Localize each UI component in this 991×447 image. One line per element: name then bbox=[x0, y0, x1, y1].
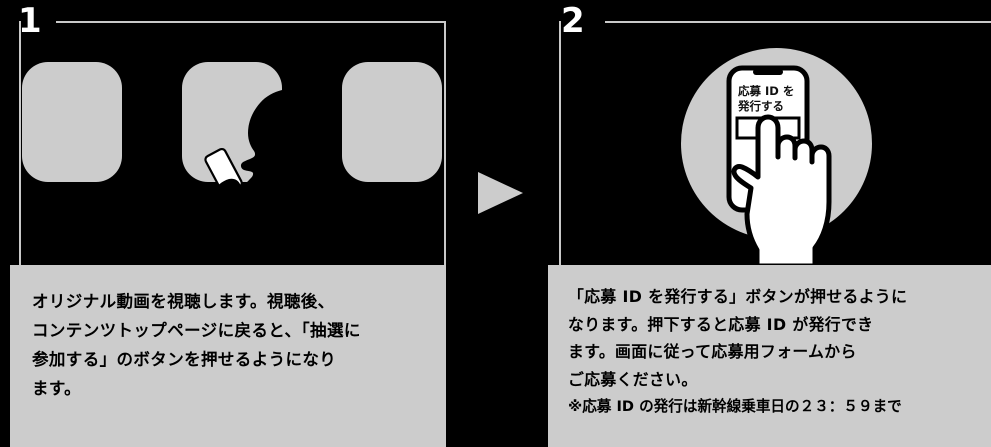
phone-screen-line-2: 発行する bbox=[737, 99, 784, 113]
tap-button-illustration: 応募 ID を 発行する bbox=[547, 28, 991, 269]
person-holding-smartphone-silhouette bbox=[204, 90, 282, 214]
panel-2-frame-left-rule bbox=[559, 21, 561, 266]
panel-1-frame-top-rule bbox=[56, 21, 445, 23]
caption-line: ご応募ください。 bbox=[568, 369, 698, 389]
step-number-2: 2 bbox=[561, 1, 585, 41]
blank-tile-right bbox=[342, 62, 442, 182]
blank-tile-left bbox=[22, 62, 122, 182]
panel-1-caption: オリジナル動画を視聴します。視聴後、 コンテンツトップページに戻ると、「抽選に … bbox=[10, 265, 446, 447]
video-watching-illustration bbox=[10, 28, 446, 260]
phone-screen-line-1: 応募 ID を bbox=[738, 84, 794, 98]
step-panel-2: 2 応募 ID を 発行する bbox=[547, 0, 991, 447]
panel-2-caption: 「応募 ID を発行する」ボタンが押せるように なります。押下すると応募 ID … bbox=[548, 265, 991, 447]
panel-1-frame-right-rule bbox=[444, 21, 446, 266]
triangle-right-icon bbox=[478, 172, 523, 214]
person-with-phone-tile bbox=[182, 62, 282, 214]
panel-2-frame-top-rule bbox=[605, 21, 991, 23]
panel-1-frame-left-rule bbox=[19, 21, 21, 266]
caption-note: ※応募 ID の発行は新幹線乗車日の２３：５９まで bbox=[568, 398, 902, 415]
smartphone-with-pointing-hand-icon: 応募 ID を 発行する bbox=[726, 65, 832, 269]
step-number-1: 1 bbox=[18, 1, 42, 41]
caption-line: なります。押下すると応募 ID が発行でき bbox=[568, 314, 874, 334]
caption-line: 参加する」のボタンを押せるようになり bbox=[32, 350, 337, 369]
pointing-hand-icon bbox=[731, 114, 832, 269]
caption-line: ます。 bbox=[32, 379, 82, 398]
caption-line: オリジナル動画を視聴します。視聴後、 bbox=[32, 292, 335, 311]
caption-line: 「応募 ID を発行する」ボタンが押せるように bbox=[568, 287, 908, 306]
phone-and-hand-graphic: 応募 ID を 発行する bbox=[677, 42, 887, 274]
caption-line: コンテンツトップページに戻ると、「抽選に bbox=[32, 321, 361, 340]
caption-line: ます。画面に従って応募用フォームから bbox=[568, 342, 857, 361]
step-panel-1: 1 bbox=[0, 0, 446, 447]
